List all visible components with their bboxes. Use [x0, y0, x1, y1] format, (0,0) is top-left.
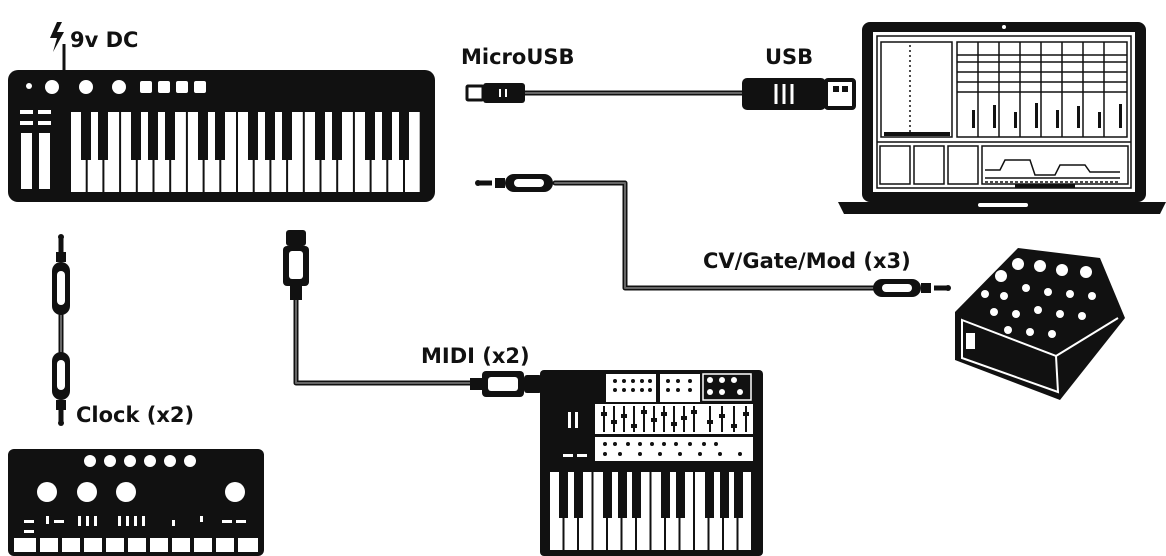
drum-machine	[8, 449, 264, 556]
keyboard-controller	[8, 70, 435, 202]
midi-din-connector	[283, 230, 309, 300]
usb-connector	[742, 78, 856, 110]
midi-label: MIDI (x2)	[421, 344, 530, 368]
clock-cable-jacks	[52, 234, 70, 426]
microusb-connector	[465, 83, 525, 103]
eurorack-case	[955, 248, 1125, 400]
clock-label: Clock (x2)	[76, 403, 194, 427]
power-label: 9v DC	[70, 28, 138, 52]
midi-cable	[293, 297, 475, 386]
power-input	[50, 22, 66, 70]
midi-din-destination	[470, 371, 542, 397]
lightning-bolt-icon	[50, 22, 64, 52]
modular-synth	[540, 370, 763, 556]
cv-gate-mod-label: CV/Gate/Mod (x3)	[703, 249, 911, 273]
usb-label: USB	[765, 45, 813, 69]
cv-jack-destination	[873, 279, 951, 297]
laptop-computer	[838, 22, 1166, 214]
cv-jack-source	[475, 174, 553, 192]
microusb-label: MicroUSB	[461, 45, 575, 69]
